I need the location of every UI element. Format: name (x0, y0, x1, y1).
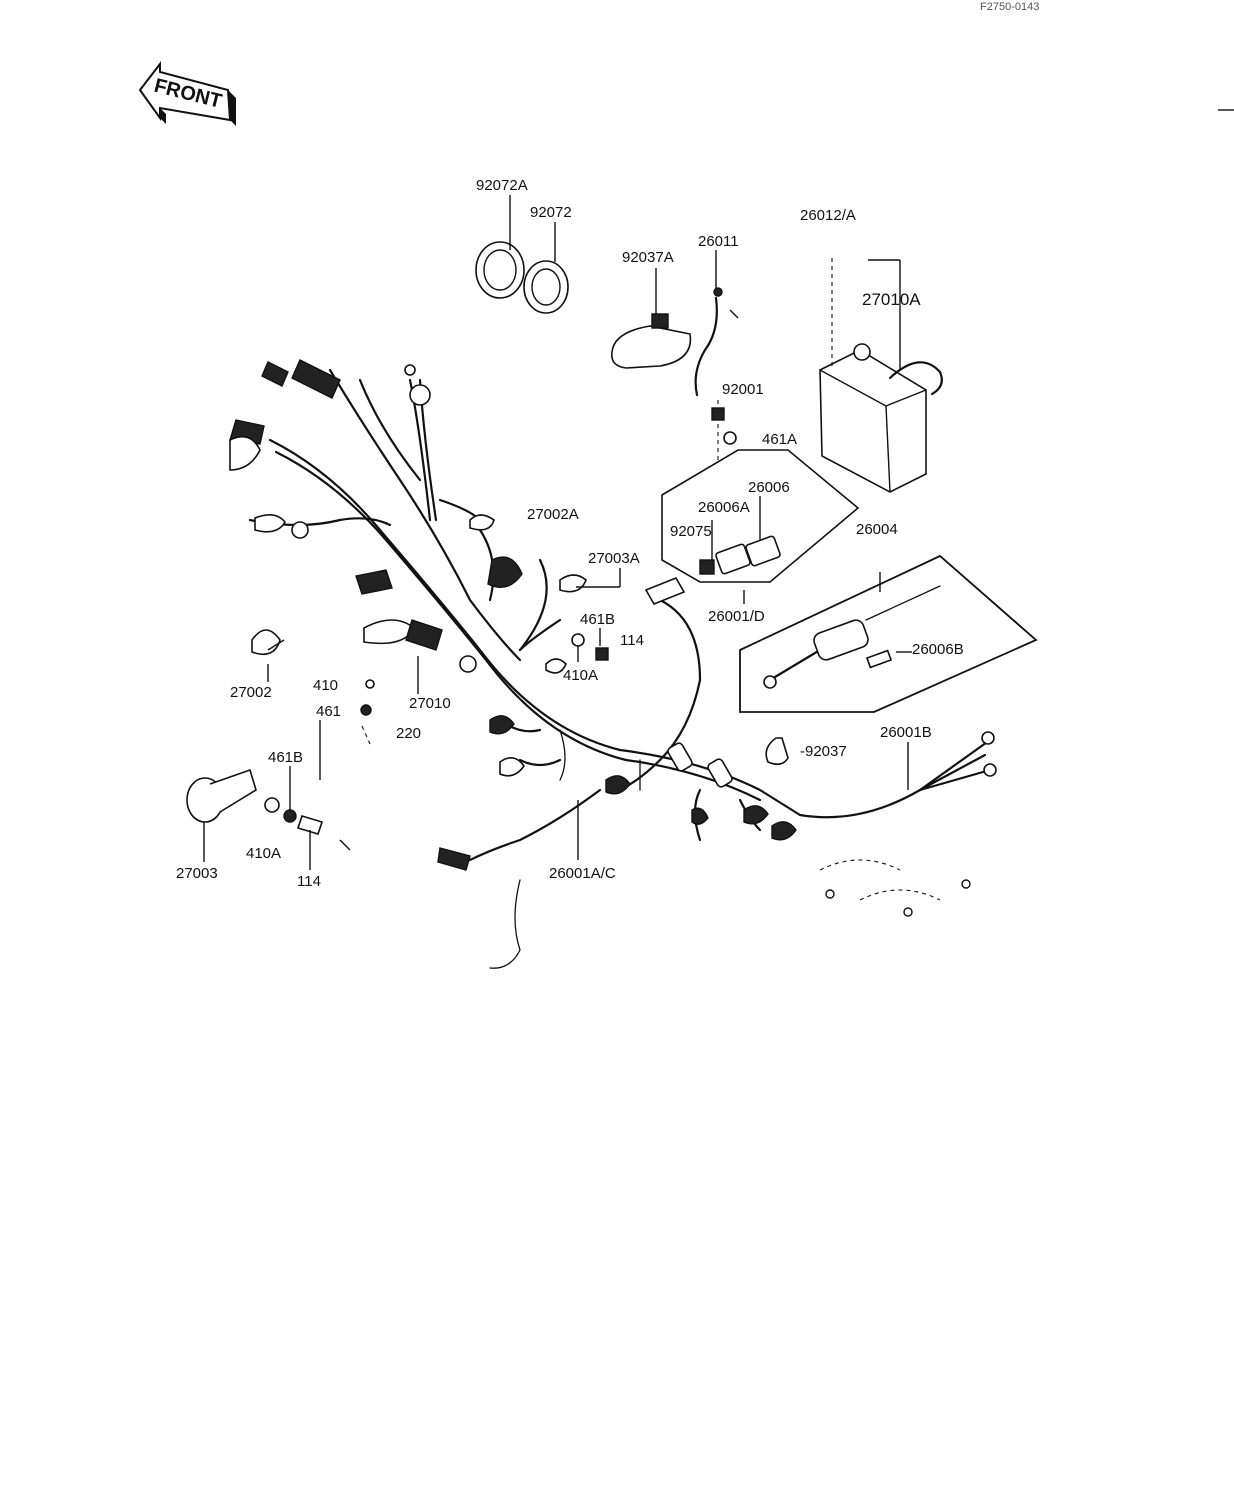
label-26001AC: 26001A/C (549, 865, 616, 882)
label-27003: 27003 (176, 865, 218, 882)
label-220: 220 (396, 725, 421, 742)
label-26006: 26006 (748, 479, 790, 496)
label-26011: 26011 (698, 233, 739, 250)
label-27002: 27002 (230, 684, 272, 701)
grommet-parts (475, 195, 569, 314)
label-92072A: 92072A (476, 177, 528, 194)
harness-connectors (229, 359, 997, 871)
label-92037A: 92037A (622, 249, 674, 266)
fuse-box-callout (661, 449, 860, 583)
label-92037: -92037 (800, 743, 847, 760)
label-92001: 92001 (722, 381, 764, 398)
part-labels: 92072A 92072 92037A 26011 26012/A 27010A… (176, 177, 964, 890)
drawing-code: F2750-0143 (980, 1, 1039, 13)
label-461B-upper: 461B (580, 611, 615, 628)
label-26006A: 26006A (698, 499, 750, 516)
label-27003A: 27003A (588, 550, 640, 567)
label-26001D: 26001/D (708, 608, 765, 625)
label-26004: 26004 (856, 521, 898, 538)
label-92072: 92072 (530, 204, 572, 221)
clamp-and-lead (610, 250, 739, 397)
label-26012A: 26012/A (800, 207, 856, 224)
label-92075: 92075 (670, 523, 712, 540)
label-410: 410 (313, 677, 338, 694)
label-410A-upper: 410A (563, 667, 598, 684)
harness-lower-sketch (339, 839, 971, 917)
label-27010: 27010 (409, 695, 451, 712)
label-27002A: 27002A (527, 506, 579, 523)
label-461: 461 (316, 703, 341, 720)
relay-callout (739, 554, 1038, 713)
label-461B-lower: 461B (268, 749, 303, 766)
label-114-upper: 114 (620, 632, 644, 649)
bolt-92001 (711, 400, 737, 460)
front-arrow-icon: FRONT (138, 61, 236, 126)
label-410A-lower: 410A (246, 845, 281, 862)
loose-parts (186, 629, 789, 835)
battery (819, 258, 943, 493)
label-27010A: 27010A (862, 290, 921, 309)
label-26006B: 26006B (912, 641, 964, 658)
label-114-lower: 114 (297, 873, 321, 890)
label-461A: 461A (762, 431, 797, 448)
label-26001B: 26001B (880, 724, 932, 741)
leader-lines (203, 568, 909, 870)
